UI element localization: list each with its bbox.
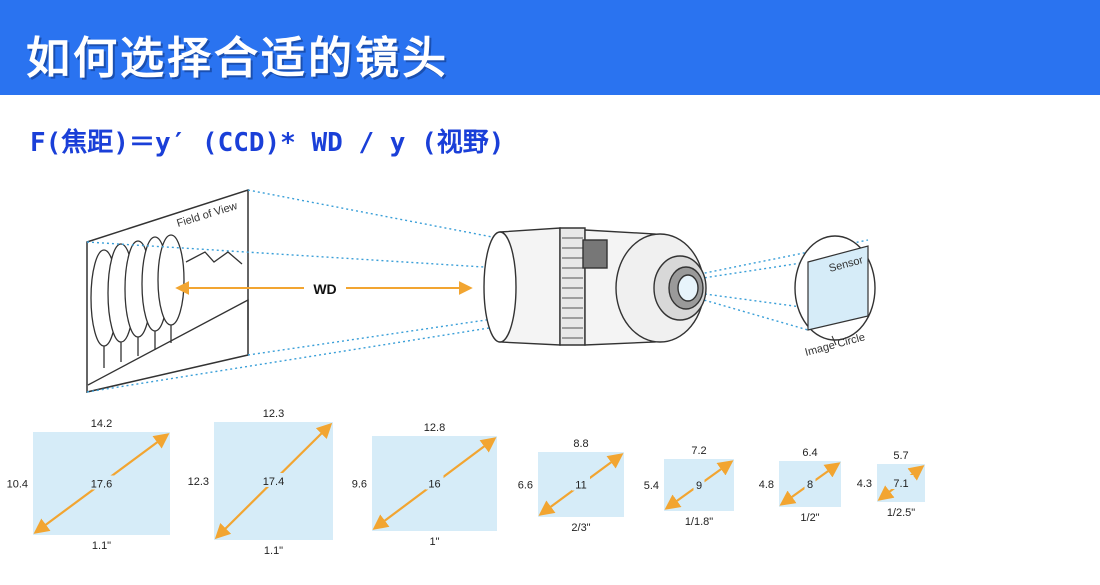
sensor-height-label: 9.6 bbox=[352, 479, 367, 491]
sensor-diagonal-label: 11 bbox=[575, 480, 586, 492]
lens-illustration bbox=[483, 227, 707, 346]
sensor-format-label: 1/2" bbox=[800, 512, 819, 524]
sensor-height-label: 5.4 bbox=[644, 480, 659, 492]
sensor-height-label: 4.8 bbox=[759, 479, 774, 491]
sensor-diagonal-bg bbox=[572, 476, 590, 491]
sensor-width-label: 8.8 bbox=[573, 438, 588, 450]
sensor-illustration: Sensor Image Circle bbox=[794, 235, 876, 359]
sensor-width-label: 14.2 bbox=[91, 418, 112, 430]
sensor-diagonal-label: 8 bbox=[807, 479, 813, 491]
sensor-box-4: 11 8.8 6.6 2/3" bbox=[518, 438, 624, 534]
lens-diagram: Field of View WD bbox=[7, 188, 925, 557]
sensor-height-label: 6.6 bbox=[518, 480, 533, 492]
sensor-box-3: 16 12.8 9.6 1" bbox=[352, 422, 497, 548]
sensor-width-label: 7.2 bbox=[691, 445, 706, 457]
sensor-width-label: 12.8 bbox=[424, 422, 445, 434]
header-bar: 如何选择合适的镜头 bbox=[0, 0, 1100, 95]
sensor-format-label: 1/1.8" bbox=[685, 516, 713, 528]
sensor-diagonal-label: 17.4 bbox=[263, 476, 284, 488]
sensor-diagonal-bg bbox=[257, 473, 290, 487]
sensor-format-label: 1" bbox=[429, 536, 439, 548]
sensor-diagonal-bg bbox=[425, 475, 444, 490]
focal-length-formula: F(焦距)＝y′ (CCD)* WD / y (视野) bbox=[30, 128, 505, 158]
sensor-box-2: 17.4 12.3 12.3 1.1" bbox=[188, 408, 333, 557]
sensor-format-label: 2/3" bbox=[571, 522, 590, 534]
sensor-height-label: 12.3 bbox=[188, 476, 209, 488]
sensor-format-label: 1.1" bbox=[264, 545, 283, 557]
sensor-box-5: 9 7.2 5.4 1/1.8" bbox=[644, 445, 734, 528]
sensor-box-1: 17.6 14.2 10.4 1.1" bbox=[7, 418, 170, 552]
sensor-width-label: 12.3 bbox=[263, 408, 284, 420]
sensor-height-label: 4.3 bbox=[857, 478, 872, 490]
trees-illustration bbox=[90, 234, 185, 368]
sensor-diagonal-label: 16 bbox=[428, 479, 440, 491]
sensor-diagonal-label: 7.1 bbox=[893, 478, 908, 490]
sensor-format-label: 1.1" bbox=[92, 540, 111, 552]
sensor-diagonal-bg bbox=[888, 475, 914, 489]
wd-label: WD bbox=[313, 281, 336, 297]
sensor-format-label: 1/2.5" bbox=[887, 507, 915, 519]
sensor-diagonal-bg bbox=[693, 477, 705, 491]
sensor-width-label: 5.7 bbox=[893, 450, 908, 462]
sensor-diagonal-bg bbox=[85, 475, 118, 490]
sensor-box-6: 8 6.4 4.8 1/2" bbox=[759, 447, 841, 524]
sensor-diagonal-bg bbox=[804, 476, 816, 490]
field-of-view-panel: Field of View bbox=[86, 188, 249, 393]
sensor-size-boxes: 17.6 14.2 10.4 1.1" 17.4 12.3 12.3 1.1" 16 12.8 9.… bbox=[7, 408, 925, 557]
sensor-height-label: 10.4 bbox=[7, 479, 28, 491]
sensor-width-label: 6.4 bbox=[802, 447, 817, 459]
page-title: 如何选择合适的镜头 bbox=[26, 33, 449, 84]
sensor-diagonal-label: 17.6 bbox=[91, 479, 112, 491]
sensor-box-7: 7.1 5.7 4.3 1/2.5" bbox=[857, 450, 925, 519]
sensor-diagonal-label: 9 bbox=[696, 480, 702, 492]
